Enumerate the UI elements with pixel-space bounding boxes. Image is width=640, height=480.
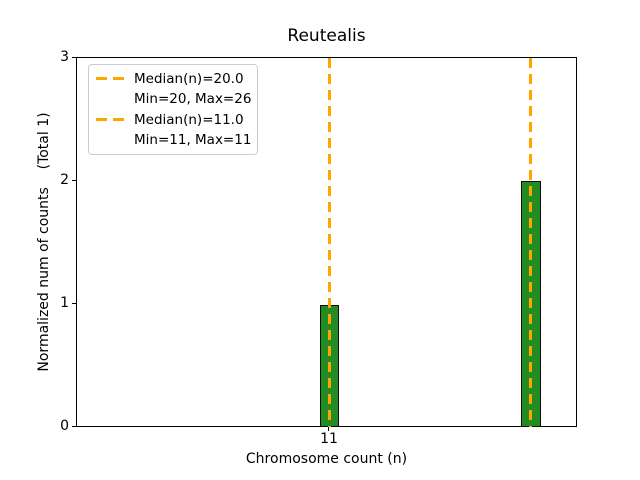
y-tick-mark-1 xyxy=(72,303,76,304)
y-tick-mark-3 xyxy=(72,57,76,58)
y-tick-mark-2 xyxy=(72,180,76,181)
legend-box: Median(n)=20.0 Min=20, Max=26 Median(n)=… xyxy=(88,64,258,155)
legend-entry-median-11: Median(n)=11.0 xyxy=(93,110,251,130)
legend-entry-median-20: Median(n)=20.0 xyxy=(93,69,251,89)
legend-entry-minmax-20: Min=20, Max=26 xyxy=(93,89,251,109)
legend-label: Min=20, Max=26 xyxy=(134,91,252,108)
chart-title: Reutealis xyxy=(287,26,366,46)
y-axis-label: Normalized num of counts (Total 1) xyxy=(36,112,52,372)
legend-label: Median(n)=20.0 xyxy=(134,70,244,87)
legend-sample-spacer xyxy=(96,139,124,142)
legend-label: Median(n)=11.0 xyxy=(134,111,244,128)
dashed-line-icon xyxy=(96,118,124,122)
median-vline-11 xyxy=(328,58,331,427)
x-axis-label: Chromosome count (n) xyxy=(245,451,408,467)
x-tick-mark-11 xyxy=(328,427,329,431)
y-tick-label-2: 2 xyxy=(60,172,69,188)
dashed-line-icon xyxy=(96,77,124,81)
legend-sample-spacer xyxy=(96,98,124,101)
legend-label: Min=11, Max=11 xyxy=(134,132,252,149)
x-tick-label-11: 11 xyxy=(320,431,338,447)
y-tick-mark-0 xyxy=(72,426,76,427)
y-tick-label-0: 0 xyxy=(60,418,69,434)
plot-area: Median(n)=20.0 Min=20, Max=26 Median(n)=… xyxy=(76,57,577,427)
legend-entry-minmax-11: Min=11, Max=11 xyxy=(93,130,251,150)
median-vline-20 xyxy=(529,58,532,427)
y-tick-label-3: 3 xyxy=(60,49,69,65)
y-tick-label-1: 1 xyxy=(60,295,69,311)
